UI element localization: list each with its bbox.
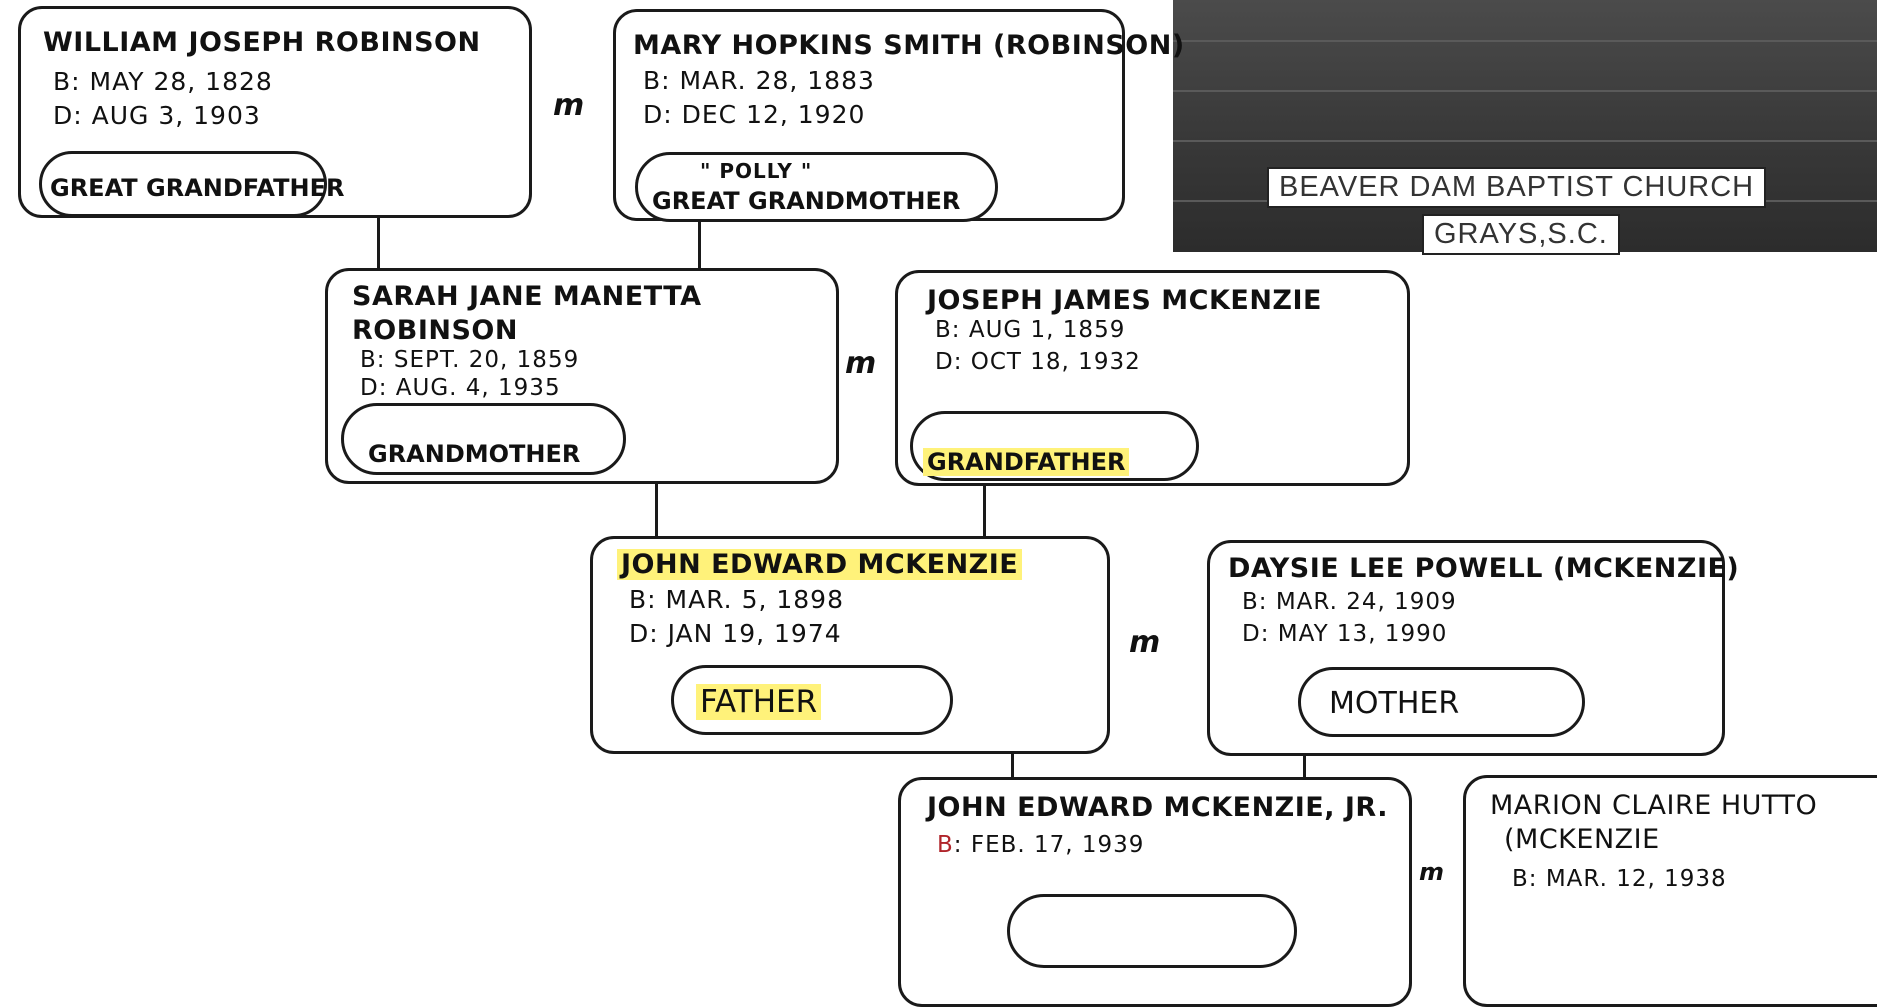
role-label: GRANDFATHER bbox=[923, 448, 1130, 476]
marriage-symbol: m bbox=[1129, 625, 1161, 660]
birth-date: B: MAR. 24, 1909 bbox=[1242, 589, 1457, 615]
person-card-john-edward-mckenzie: JOHN EDWARD MCKENZIE B: MAR. 5, 1898 D: … bbox=[590, 536, 1110, 754]
nickname: " POLLY " bbox=[700, 159, 813, 183]
person-card-daysie-lee-powell: DAYSIE LEE POWELL (MCKENZIE) B: MAR. 24,… bbox=[1207, 540, 1739, 756]
role-label: GREAT GRANDFATHER bbox=[50, 174, 345, 202]
person-card-joseph-james-mckenzie: JOSEPH JAMES MCKENZIE B: AUG 1, 1859 D: … bbox=[895, 270, 1410, 486]
role-pill: GRANDFATHER bbox=[910, 411, 1199, 481]
person-name: MARY HOPKINS SMITH (ROBINSON) bbox=[633, 30, 1185, 61]
photo-caption-church: BEAVER DAM BAPTIST CHURCH bbox=[1267, 167, 1767, 208]
birth-date: B: MAR. 5, 1898 bbox=[629, 585, 844, 614]
person-card-mary-hopkins-smith: MARY HOPKINS SMITH (ROBINSON) B: MAR. 28… bbox=[613, 9, 1184, 222]
death-date: D: JAN 19, 1974 bbox=[629, 619, 842, 648]
marriage-symbol: m bbox=[1419, 858, 1445, 886]
birth-date: B: MAR. 12, 1938 bbox=[1512, 866, 1727, 892]
birth-date: B: SEPT. 20, 1859 bbox=[360, 347, 580, 373]
connector-mary-sarah bbox=[698, 220, 701, 272]
church-photo: BEAVER DAM BAPTIST CHURCH GRAYS,S.C. bbox=[1173, 0, 1877, 255]
role-pill-empty bbox=[1007, 894, 1297, 968]
person-name-line1: SARAH JANE MANETTA bbox=[352, 281, 702, 312]
person-name: DAYSIE LEE POWELL (MCKENZIE) bbox=[1228, 553, 1740, 584]
person-card-william-joseph-robinson: WILLIAM JOSEPH ROBINSON B: MAY 28, 1828 … bbox=[18, 6, 532, 218]
birth-date: B: MAY 28, 1828 bbox=[53, 67, 273, 96]
person-name: JOHN EDWARD MCKENZIE bbox=[617, 549, 1023, 580]
death-date: D: AUG 3, 1903 bbox=[53, 101, 261, 130]
connector-john-jr bbox=[1011, 752, 1014, 780]
person-card-john-edward-mckenzie-jr: JOHN EDWARD MCKENZIE, JR. B: FEB. 17, 19… bbox=[898, 777, 1412, 1007]
death-date: D: AUG. 4, 1935 bbox=[360, 375, 561, 401]
death-date: D: DEC 12, 1920 bbox=[643, 100, 866, 129]
connector-daysie-jr bbox=[1303, 754, 1306, 780]
person-card-marion-claire-hutto: MARION CLAIRE HUTTO (MCKENZIE B: MAR. 12… bbox=[1463, 775, 1877, 1007]
birth-date: B: MAR. 28, 1883 bbox=[643, 66, 875, 95]
person-name-line1: MARION CLAIRE HUTTO bbox=[1490, 790, 1818, 821]
role-pill: MOTHER bbox=[1298, 667, 1585, 737]
photo-caption-location: GRAYS,S.C. bbox=[1422, 214, 1620, 255]
person-card-sarah-jane-manetta-robinson: SARAH JANE MANETTA ROBINSON B: SEPT. 20,… bbox=[325, 268, 839, 484]
role-pill: GRANDMOTHER bbox=[341, 403, 626, 475]
birth-date: B: AUG 1, 1859 bbox=[935, 317, 1126, 343]
person-name-line2: (MCKENZIE bbox=[1504, 824, 1660, 855]
marriage-symbol: m bbox=[553, 88, 585, 123]
death-date: D: MAY 13, 1990 bbox=[1242, 621, 1448, 647]
person-name-line2: ROBINSON bbox=[352, 315, 518, 346]
role-pill: FATHER bbox=[671, 665, 953, 735]
death-date: D: OCT 18, 1932 bbox=[935, 349, 1141, 375]
connector-sarah-john bbox=[655, 482, 658, 538]
role-label: FATHER bbox=[696, 684, 822, 720]
role-pill: " POLLY " GREAT GRANDMOTHER bbox=[635, 152, 998, 222]
person-name: WILLIAM JOSEPH ROBINSON bbox=[43, 27, 481, 58]
marriage-symbol: m bbox=[845, 346, 877, 381]
person-name: JOSEPH JAMES MCKENZIE bbox=[927, 285, 1322, 316]
role-label: MOTHER bbox=[1329, 686, 1460, 721]
role-label: GREAT GRANDMOTHER bbox=[652, 187, 961, 215]
role-label: GRANDMOTHER bbox=[368, 440, 581, 468]
role-pill: GREAT GRANDFATHER bbox=[39, 151, 344, 217]
connector-william-sarah bbox=[377, 217, 380, 272]
birth-date: B: FEB. 17, 1939 bbox=[937, 832, 1145, 858]
person-name: JOHN EDWARD MCKENZIE, JR. bbox=[927, 792, 1388, 823]
connector-joseph-john bbox=[983, 484, 986, 538]
